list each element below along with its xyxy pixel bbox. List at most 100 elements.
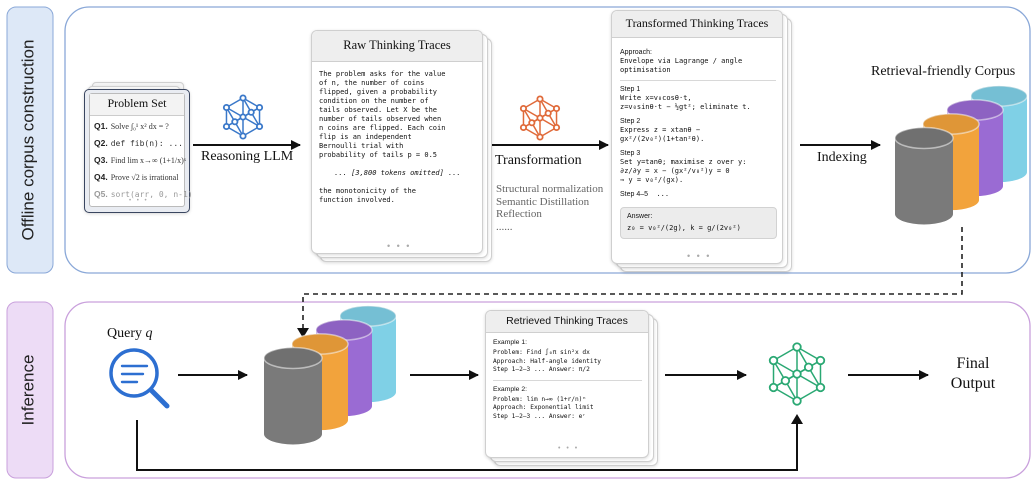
network-node (792, 369, 802, 379)
problem-set-card: Problem Set Q1.Solve ∫₀¹ x² dx = ?Q2.def… (84, 89, 193, 213)
raw-traces-card: Raw Thinking Traces The problem asks for… (311, 30, 483, 254)
raw-traces-title: Raw Thinking Traces (312, 31, 482, 62)
network-node (780, 376, 791, 386)
network-node (552, 123, 561, 132)
raw-trace-line: condition on the number of (319, 97, 429, 105)
problem-id: Q3. (94, 155, 108, 165)
problem-item: Q4.Prove √2 is irrational (94, 172, 180, 182)
network-node (552, 104, 561, 113)
final-llm-icon (768, 342, 826, 406)
problem-id: Q1. (94, 121, 108, 131)
network-node (239, 113, 247, 121)
step-line: gx²/(2v₀²)(1+tan²θ). (620, 135, 705, 143)
approach-label: Approach: (620, 49, 652, 56)
problem-item: Q5.sort(arr, 0, n-1) (94, 189, 193, 199)
network-node (247, 108, 255, 116)
step-line: ⇒ y = v₀²/(gx). (620, 176, 684, 184)
example-line: Problem: Find ∫₀π sin²x dx (493, 349, 590, 356)
inference-tab (6, 301, 54, 479)
transformation-type: Structural normalization (496, 183, 604, 195)
network-node (222, 122, 231, 131)
cylinder-gray (264, 358, 322, 445)
problem-text: sort(arr, 0, n-1) (110, 190, 193, 199)
problem-set-title: Problem Set (90, 94, 184, 116)
offline-tab (6, 6, 54, 274)
example-label: Example 1: (493, 339, 528, 346)
indexing-label: Indexing (817, 150, 867, 165)
transformation-icon (519, 95, 561, 141)
step-row: Step 4–5 ... (620, 190, 776, 199)
retrieved-traces-title: Retrieved Thinking Traces (486, 311, 648, 333)
network-node (536, 95, 544, 103)
network-node (239, 132, 247, 140)
raw-trace-line: tails observed. Let X be the (319, 106, 438, 114)
step-label: Step 4–5 (620, 191, 649, 198)
network-node (815, 382, 826, 393)
transformed-traces-more: • • • (687, 251, 712, 261)
problem-text: Prove √2 is irrational (110, 173, 179, 182)
example-label: Example 2: (493, 385, 528, 393)
dashed-connector-head (297, 328, 309, 338)
step-line: ∂z/∂y = x − (gx²/v₀²)y = 0 (620, 167, 730, 175)
final-output-label: Final Output (950, 355, 996, 392)
corpus-database-icon (894, 85, 1028, 225)
example-line: Approach: Exponential limit (493, 404, 594, 411)
reasoning-llm-icon (222, 94, 264, 140)
inference-database-icon (263, 305, 397, 445)
raw-trace-line: The problem asks for the value (319, 70, 446, 78)
corpus-label: Retrieval-friendly Corpus (871, 64, 1016, 79)
raw-trace-line: function involved. (319, 196, 395, 204)
problem-text: def fib(n): ... (110, 139, 183, 148)
network-node (792, 342, 802, 352)
transformed-traces-title: Transformed Thinking Traces (612, 11, 782, 38)
problem-id: Q4. (94, 172, 108, 182)
network-node (815, 355, 826, 366)
network-node (768, 382, 779, 393)
network-node (536, 114, 544, 122)
raw-trace-line: number of tails observed when (319, 115, 442, 123)
step-line: Write x=v₀cosθ·t, (620, 94, 692, 102)
problem-text: Solve ∫₀¹ x² dx = ? (110, 122, 169, 131)
cylinder-gray (895, 138, 953, 225)
answer-box: Answer: z₀ = v₀²/(2g), k = g/(2v₀²) (620, 207, 777, 239)
raw-trace-line: n coins are flipped. Each coin (319, 124, 446, 132)
example-line: Approach: Half-angle identity (493, 357, 602, 365)
reasoning-llm-label: Reasoning LLM (201, 149, 294, 164)
offline-panel (64, 6, 1031, 274)
problem-item: Q3.Find lim x→∞ (1+1/x)ˣ (94, 155, 186, 165)
network-node (544, 109, 552, 117)
network-node (792, 396, 802, 406)
cylinder-gray-shade (264, 347, 322, 369)
step-line: Set y=tanθ; maximise z over y: (620, 158, 747, 166)
raw-traces-more: • • • (387, 241, 412, 251)
dashed-connector (302, 227, 963, 330)
transformation-type: Semantic Distillation (496, 195, 590, 208)
inference-section-label: Inference (18, 354, 38, 426)
query-label: Query q (107, 326, 153, 341)
transformation-type: ...... (496, 220, 513, 233)
network-node (255, 103, 264, 112)
raw-trace-line: flipped, given a probability (319, 88, 438, 96)
network-node (803, 362, 814, 372)
raw-trace-line: probability of tails p = 0.5 (319, 151, 438, 159)
transformation-label: Transformation (495, 153, 582, 168)
problem-id: Q2. (94, 138, 108, 148)
problem-item: Q1.Solve ∫₀¹ x² dx = ? (94, 121, 180, 131)
example-divider (493, 379, 642, 381)
query-search-icon (109, 348, 170, 409)
transformation-type: Reflection (496, 208, 542, 220)
offline-section-label: Offline corpus construction (18, 39, 37, 241)
step-label: Step 2 (620, 118, 641, 125)
network-node (528, 119, 536, 127)
raw-trace-line: of n, the number of coins (319, 79, 425, 87)
answer-label: Answer: (627, 213, 653, 220)
step-line: ... (648, 190, 670, 198)
network-node (519, 123, 528, 132)
cylinder-gray-top (894, 126, 954, 150)
network-node (255, 122, 264, 131)
answer-text: z₀ = v₀²/(2g), k = g/(2v₀²) (627, 224, 741, 232)
